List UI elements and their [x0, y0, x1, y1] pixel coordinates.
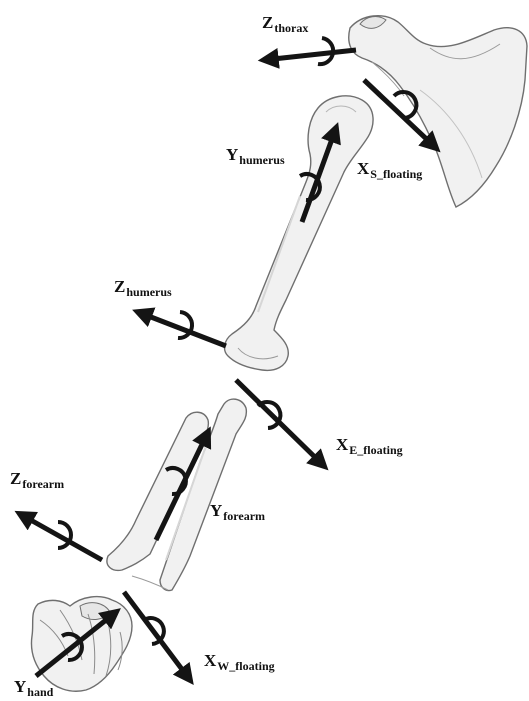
- label-sub: forearm: [223, 509, 265, 523]
- label-main: X: [204, 651, 216, 670]
- axis-z-thorax: [264, 38, 356, 64]
- label-main: Z: [114, 277, 125, 296]
- label-main: X: [357, 159, 369, 178]
- label-sub: S_floating: [370, 167, 422, 181]
- label-sub: thorax: [274, 21, 308, 35]
- label-x-w-floating: XW_floating: [204, 652, 275, 672]
- label-y-humerus: Yhumerus: [226, 146, 285, 166]
- label-z-thorax: Zthorax: [262, 14, 308, 34]
- axis-x-w-floating: [124, 592, 190, 680]
- label-y-hand: Yhand: [14, 678, 53, 698]
- label-sub: humerus: [239, 153, 284, 167]
- label-sub: forearm: [22, 477, 64, 491]
- label-main: Y: [210, 501, 222, 520]
- label-z-humerus: Zhumerus: [114, 278, 172, 298]
- label-sub: W_floating: [217, 659, 274, 673]
- label-y-forearm: Yforearm: [210, 502, 265, 522]
- label-main: Z: [10, 469, 21, 488]
- axis-x-e-floating: [236, 380, 324, 466]
- axis-z-humerus: [138, 312, 226, 346]
- label-sub: humerus: [126, 285, 171, 299]
- label-x-s-floating: XS_floating: [357, 160, 422, 180]
- label-z-forearm: Zforearm: [10, 470, 64, 490]
- rotation-arrow-icon: [178, 312, 192, 338]
- label-main: Z: [262, 13, 273, 32]
- label-main: X: [336, 435, 348, 454]
- label-x-e-floating: XE_floating: [336, 436, 403, 456]
- label-sub: hand: [27, 685, 53, 699]
- label-main: Y: [226, 145, 238, 164]
- label-main: Y: [14, 677, 26, 696]
- axis-z-forearm: [20, 514, 102, 560]
- humerus-bone-icon: [225, 96, 374, 371]
- label-sub: E_floating: [349, 443, 402, 457]
